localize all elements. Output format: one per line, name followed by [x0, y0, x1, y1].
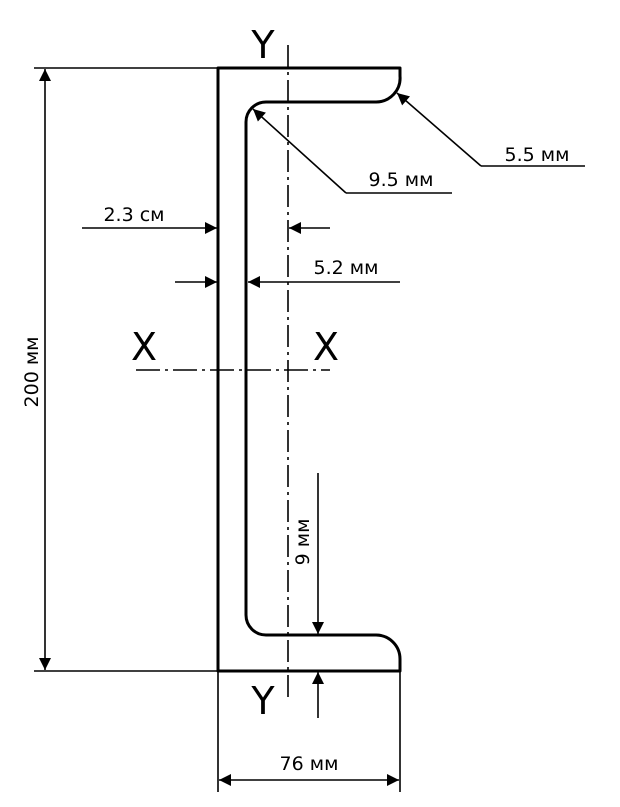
height-dimension: 200 мм: [21, 67, 218, 672]
web-thickness-dimension: 5.2 мм: [175, 257, 400, 288]
flange-thickness-dimension: 9 мм: [292, 473, 324, 718]
y-axis-label-top: Y: [250, 23, 275, 67]
outer-radius-label: 5.5 мм: [505, 144, 570, 166]
channel-profile-outline: [216, 66, 402, 673]
flange-thickness-label: 9 мм: [292, 519, 314, 566]
y-axis-label-bottom: Y: [250, 679, 275, 723]
centroid-offset-dimension: 2.3 см: [82, 204, 330, 234]
inner-radius-leader: 9.5 мм: [252, 108, 452, 194]
height-dimension-label: 200 мм: [21, 337, 43, 408]
width-dimension: 76 мм: [217, 671, 401, 792]
width-dimension-label: 76 мм: [280, 753, 339, 775]
x-axis-label-left: X: [131, 325, 157, 369]
x-axis-label-right: X: [313, 325, 339, 369]
web-thickness-label: 5.2 мм: [314, 257, 379, 279]
inner-radius-label: 9.5 мм: [369, 169, 434, 191]
outer-radius-leader: 5.5 мм: [396, 92, 585, 167]
centroid-offset-label: 2.3 см: [103, 204, 164, 226]
